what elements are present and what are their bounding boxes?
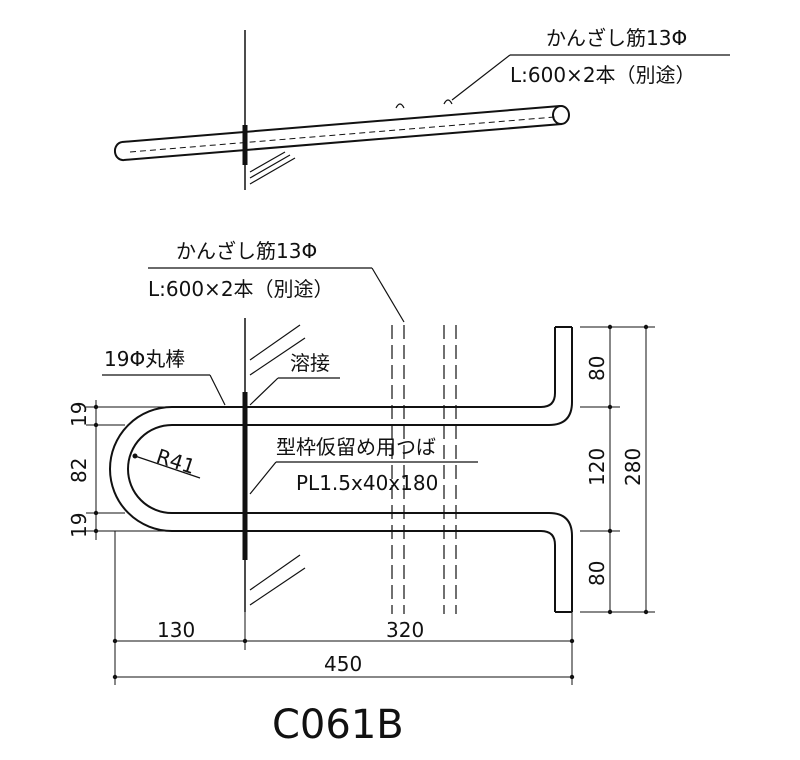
dim-bottom-total: 450 — [324, 652, 362, 676]
dim-bottom-left: 130 — [157, 618, 195, 642]
front-view: かんざし筋13Φ L:600×2本（別途） 19Φ丸棒 溶接 R41 型枠仮留め… — [102, 239, 573, 614]
hatching — [249, 324, 306, 606]
kanzashi-bar-section — [391, 325, 405, 614]
plate-label-line1: 型枠仮留め用つば — [276, 435, 436, 459]
dim-right-bottom: 80 — [585, 561, 609, 586]
dim-right-total: 280 — [621, 448, 645, 486]
dim-left-mid: 82 — [67, 458, 91, 483]
dimension-lines — [86, 324, 655, 685]
dim-bottom-right: 320 — [386, 618, 424, 642]
dim-right-mid: 120 — [585, 448, 609, 486]
top-view: かんざし筋13Φ L:600×2本（別途） — [114, 26, 730, 190]
front-label-line2: L:600×2本（別途） — [148, 277, 334, 301]
radius-leader — [134, 455, 201, 479]
model-code: C061B — [272, 702, 404, 748]
hatching — [249, 151, 296, 185]
u-shaped-round-bar — [109, 326, 573, 613]
kanzashi-bar-section — [443, 325, 457, 614]
top-label-line1: かんざし筋13Φ — [546, 26, 687, 50]
hook-mark — [443, 99, 453, 105]
plate-label-line2: PL1.5x40x180 — [296, 471, 438, 495]
leader-line — [451, 54, 511, 101]
hook-mark — [395, 103, 405, 109]
dim-left-top: 19 — [67, 402, 91, 427]
front-label-line1: かんざし筋13Φ — [176, 239, 317, 263]
dim-right-top: 80 — [585, 356, 609, 381]
kanzashi-bar-perspective — [114, 105, 570, 162]
dim-left-bottom: 19 — [67, 513, 91, 538]
radius-center-point — [132, 453, 138, 459]
radius-label: R41 — [153, 444, 198, 479]
weld-label: 溶接 — [290, 351, 330, 375]
top-label-line2: L:600×2本（別途） — [510, 63, 696, 87]
dimension-labels: 19 82 19 80 120 80 280 130 320 450 — [67, 356, 645, 676]
round-bar-label: 19Φ丸棒 — [104, 347, 185, 371]
